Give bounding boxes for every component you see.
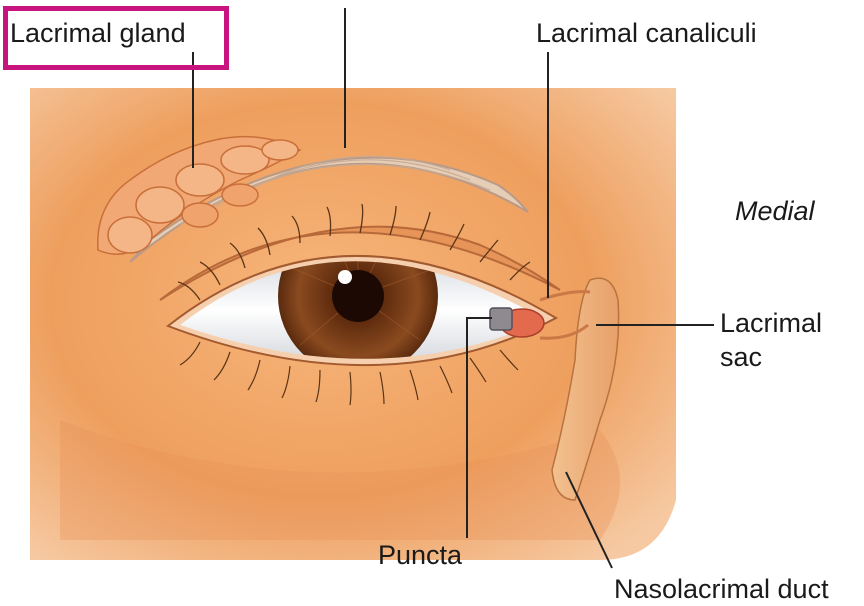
- label-medial: Medial: [735, 196, 815, 227]
- corneal-highlight: [338, 270, 352, 284]
- label-nasolacrimal-duct: Nasolacrimal duct: [614, 574, 829, 605]
- label-puncta: Puncta: [378, 540, 462, 571]
- label-lacrimal-canaliculi: Lacrimal canaliculi: [536, 18, 757, 49]
- label-lacrimal-sac-line2: sac: [720, 342, 762, 373]
- label-lacrimal-sac-line1: Lacrimal: [720, 308, 822, 339]
- punctum-marker: [490, 308, 512, 330]
- label-lacrimal-gland: Lacrimal gland: [10, 18, 186, 49]
